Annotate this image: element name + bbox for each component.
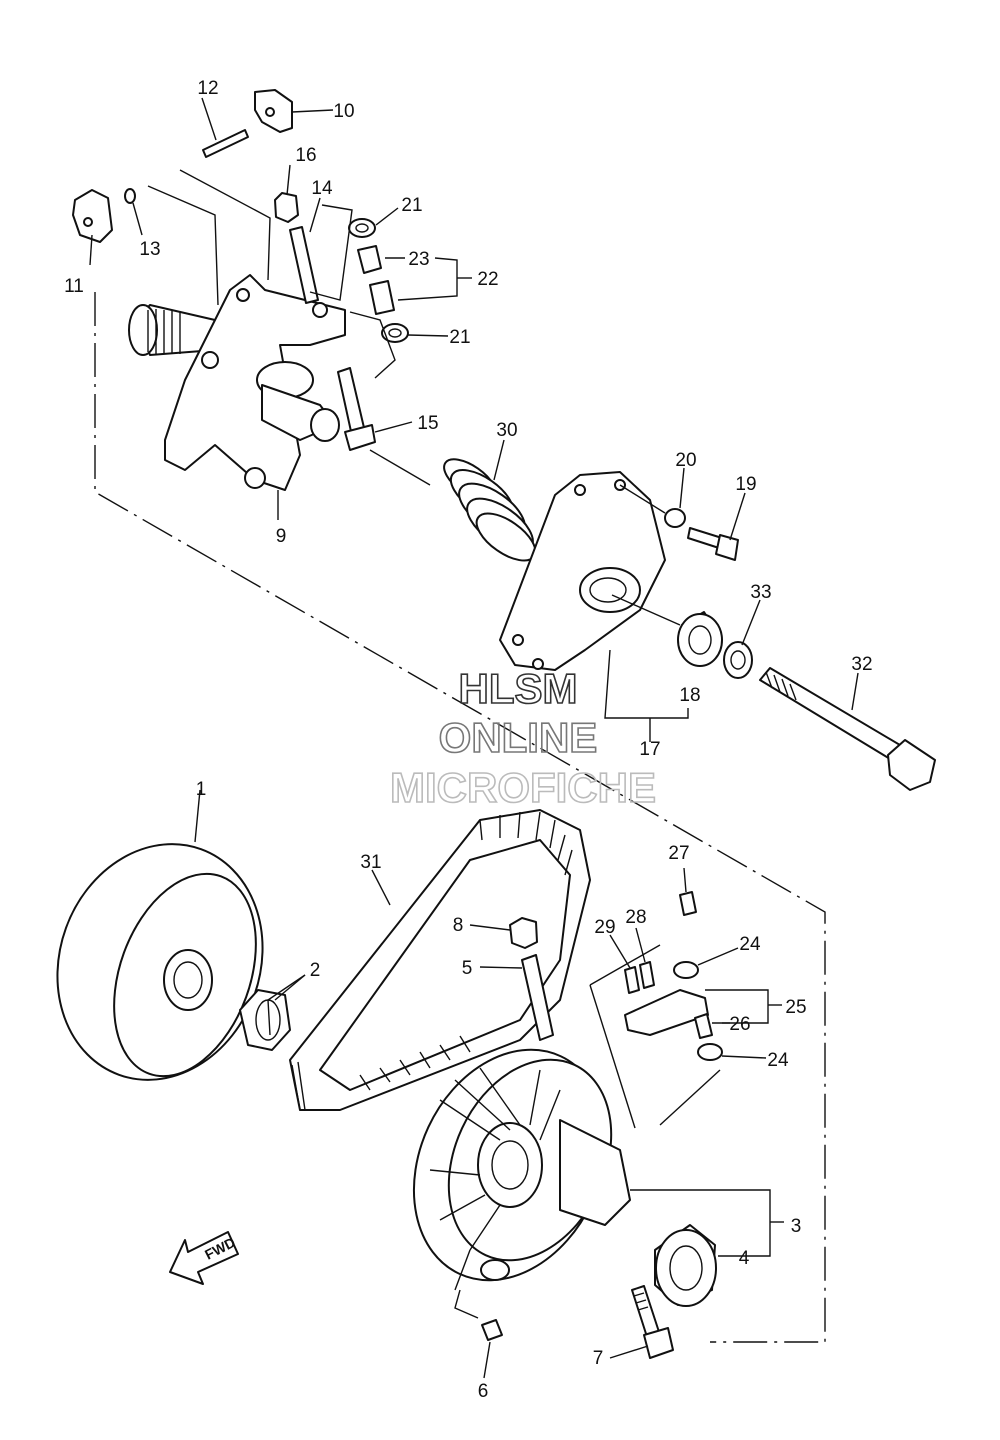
callout-32: 32 <box>851 654 872 675</box>
callout-5: 5 <box>462 958 473 979</box>
callout-14: 14 <box>311 178 333 199</box>
callout-9: 9 <box>276 526 287 547</box>
callout-31: 31 <box>360 852 381 873</box>
bolt-28 <box>639 961 655 989</box>
callout-24-bottom: 24 <box>767 1050 789 1071</box>
callout-20: 20 <box>675 450 696 471</box>
collar-23 <box>357 245 382 274</box>
callout-24-top: 24 <box>739 934 761 955</box>
sheave-1 <box>56 843 264 1081</box>
callout-25: 25 <box>785 997 806 1018</box>
callout-28: 28 <box>625 907 646 928</box>
washer-24-bottom <box>697 1043 723 1061</box>
callout-27: 27 <box>668 843 689 864</box>
callout-4: 4 <box>739 1248 750 1269</box>
collar-22 <box>369 280 395 315</box>
callout-13: 13 <box>139 239 160 260</box>
bolt-32 <box>759 667 936 791</box>
watermark-line-3: MICROFICHE <box>390 764 656 811</box>
washer-20 <box>664 508 686 528</box>
callout-23: 23 <box>408 249 429 270</box>
sheave-3 <box>412 1048 631 1282</box>
assembly-boundary <box>94 292 826 1343</box>
bolt-7 <box>631 1285 674 1359</box>
callout-33: 33 <box>750 582 771 603</box>
pin-5 <box>521 954 554 1041</box>
bolt-27 <box>679 891 697 916</box>
callout-21-top: 21 <box>401 195 422 216</box>
callout-18: 18 <box>679 685 700 706</box>
leader-lines <box>89 97 859 1379</box>
callout-26: 26 <box>729 1014 750 1035</box>
watermark-line-2: ONLINE <box>439 714 598 761</box>
callout-21-bottom: 21 <box>449 327 470 348</box>
callout-30: 30 <box>496 420 517 441</box>
callout-8: 8 <box>453 915 464 936</box>
pin-14 <box>289 226 319 304</box>
washer-24-top <box>673 961 699 979</box>
bolt-29 <box>624 966 640 994</box>
callout-10: 10 <box>333 101 354 122</box>
callout-12: 12 <box>197 78 218 99</box>
washer-21-bottom <box>381 323 409 343</box>
callout-2: 2 <box>310 960 321 981</box>
callout-3: 3 <box>791 1216 802 1237</box>
collar-26 <box>694 1013 713 1039</box>
washer-33 <box>723 641 753 679</box>
bushing-8 <box>509 917 538 949</box>
cover-17 <box>499 471 666 671</box>
callout-17: 17 <box>639 739 660 760</box>
belt-31 <box>289 809 591 1111</box>
callout-19: 19 <box>735 474 756 495</box>
watermark-line-1: HLSM <box>459 665 578 712</box>
callout-6: 6 <box>478 1381 489 1402</box>
callout-22: 22 <box>477 269 498 290</box>
bushing-16 <box>274 192 299 223</box>
washer-21-top <box>348 218 376 238</box>
bushing-4 <box>654 1224 717 1307</box>
callout-7: 7 <box>593 1348 604 1369</box>
roller-weight-11 <box>72 189 113 243</box>
collar-2 <box>239 989 291 1051</box>
callout-16: 16 <box>295 145 316 166</box>
spider-hub-part <box>128 274 346 491</box>
callout-29: 29 <box>594 917 615 938</box>
pin-12 <box>202 129 249 158</box>
watermark: HLSM ONLINE MICROFICHE <box>389 664 657 812</box>
callout-15: 15 <box>417 413 438 434</box>
callout-11: 11 <box>64 276 84 297</box>
spring-30 <box>443 458 537 562</box>
bolt-15 <box>337 367 366 437</box>
callout-1: 1 <box>196 779 207 800</box>
pin-6 <box>481 1319 503 1341</box>
bracket-25 <box>624 989 709 1036</box>
o-ring-13 <box>124 188 136 204</box>
callouts: 1 2 3 4 5 6 7 8 9 10 11 12 13 14 15 16 1… <box>64 78 872 1402</box>
fwd-arrow: FWD <box>169 1231 239 1285</box>
